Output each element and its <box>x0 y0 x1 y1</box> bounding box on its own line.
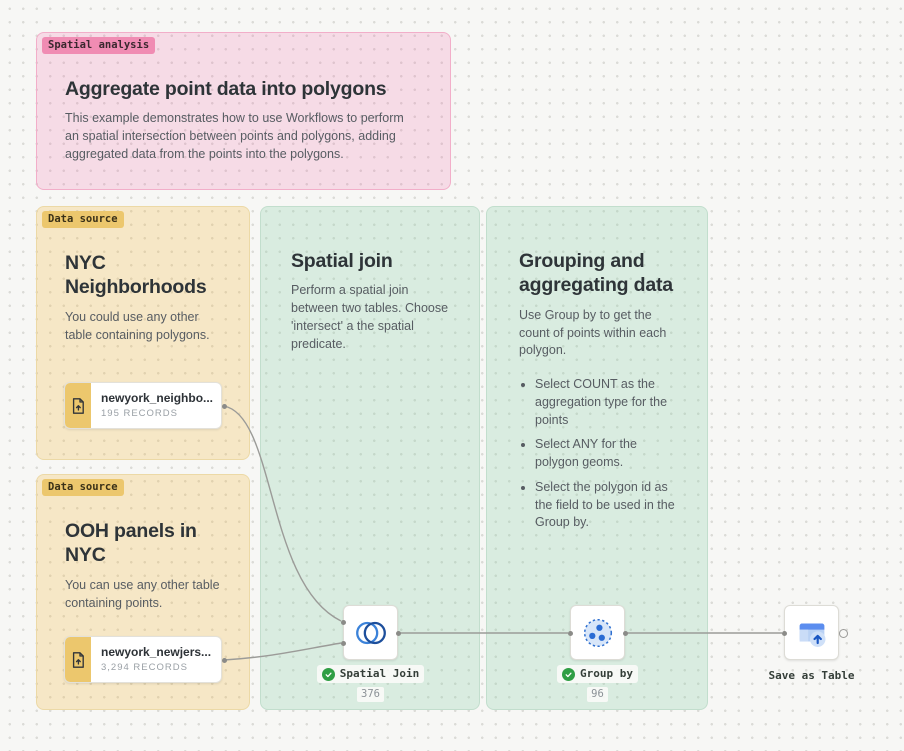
port-source2-output[interactable] <box>221 657 227 663</box>
source-record-count: 195 RECORDS <box>101 408 178 419</box>
file-import-icon <box>65 637 91 682</box>
note-category-tag: Data source <box>42 479 124 496</box>
port-spatialjoin-input-a[interactable] <box>340 619 346 625</box>
port-savetable-output[interactable] <box>838 628 848 638</box>
note-body: This example demonstrates how to use Wor… <box>65 111 404 161</box>
note-spatial-analysis: Spatial analysis Aggregate point data in… <box>36 32 451 190</box>
node-label-spatial-join: Spatial Join 376 <box>300 665 441 703</box>
node-group-by[interactable] <box>570 605 625 660</box>
port-groupby-output[interactable] <box>622 630 628 636</box>
instruction-bullet: Select ANY for the polygon geoms. <box>535 436 679 472</box>
note-grouping: Grouping and aggregating data Use Group … <box>486 206 708 710</box>
source-table-name: newyork_neighbo... <box>101 391 214 405</box>
node-result-count: 376 <box>357 686 384 703</box>
node-source-panels[interactable]: newyork_newjers... 3,294 RECORDS <box>64 636 222 683</box>
note-title: NYC Neighborhoods <box>65 252 207 299</box>
instruction-bullet: Select COUNT as the aggregation type for… <box>535 376 679 429</box>
note-body: You could use any other table containing… <box>65 309 210 342</box>
success-check-icon <box>321 667 335 681</box>
node-label-group-by: Group by 96 <box>527 665 668 703</box>
node-save-as-table[interactable] <box>784 605 839 660</box>
venn-intersect-icon <box>355 621 386 644</box>
node-label-save-as-table: Save as Table <box>768 669 855 682</box>
node-spatial-join[interactable] <box>343 605 398 660</box>
note-title: Spatial join <box>291 250 393 272</box>
note-title: Aggregate point data into polygons <box>65 78 387 100</box>
port-groupby-input[interactable] <box>567 630 573 636</box>
port-spatialjoin-input-b[interactable] <box>340 640 346 646</box>
port-source1-output[interactable] <box>221 403 227 409</box>
note-title: OOH panels in NYC <box>65 520 197 567</box>
port-savetable-input[interactable] <box>781 630 787 636</box>
note-category-tag: Spatial analysis <box>42 37 156 54</box>
instruction-bullet: Select the polygon id as the field to be… <box>535 479 679 532</box>
note-title: Grouping and aggregating data <box>519 250 673 297</box>
note-body: Perform a spatial join between two table… <box>291 283 449 351</box>
instruction-list: Select COUNT as the aggregation type for… <box>519 376 679 532</box>
note-category-tag: Data source <box>42 211 124 228</box>
note-body: Use Group by to get the count of points … <box>519 307 667 358</box>
node-source-neighborhoods[interactable]: newyork_neighbo... 195 RECORDS <box>64 382 222 429</box>
node-result-count: 96 <box>587 686 608 703</box>
port-spatialjoin-output[interactable] <box>395 630 401 636</box>
success-check-icon <box>562 667 575 681</box>
cluster-points-icon <box>583 618 612 647</box>
source-table-name: newyork_newjers... <box>101 645 212 659</box>
source-record-count: 3,294 RECORDS <box>101 662 188 673</box>
note-body: You can use any other table containing p… <box>65 577 220 610</box>
file-import-icon <box>65 383 91 428</box>
save-table-icon <box>799 623 825 647</box>
